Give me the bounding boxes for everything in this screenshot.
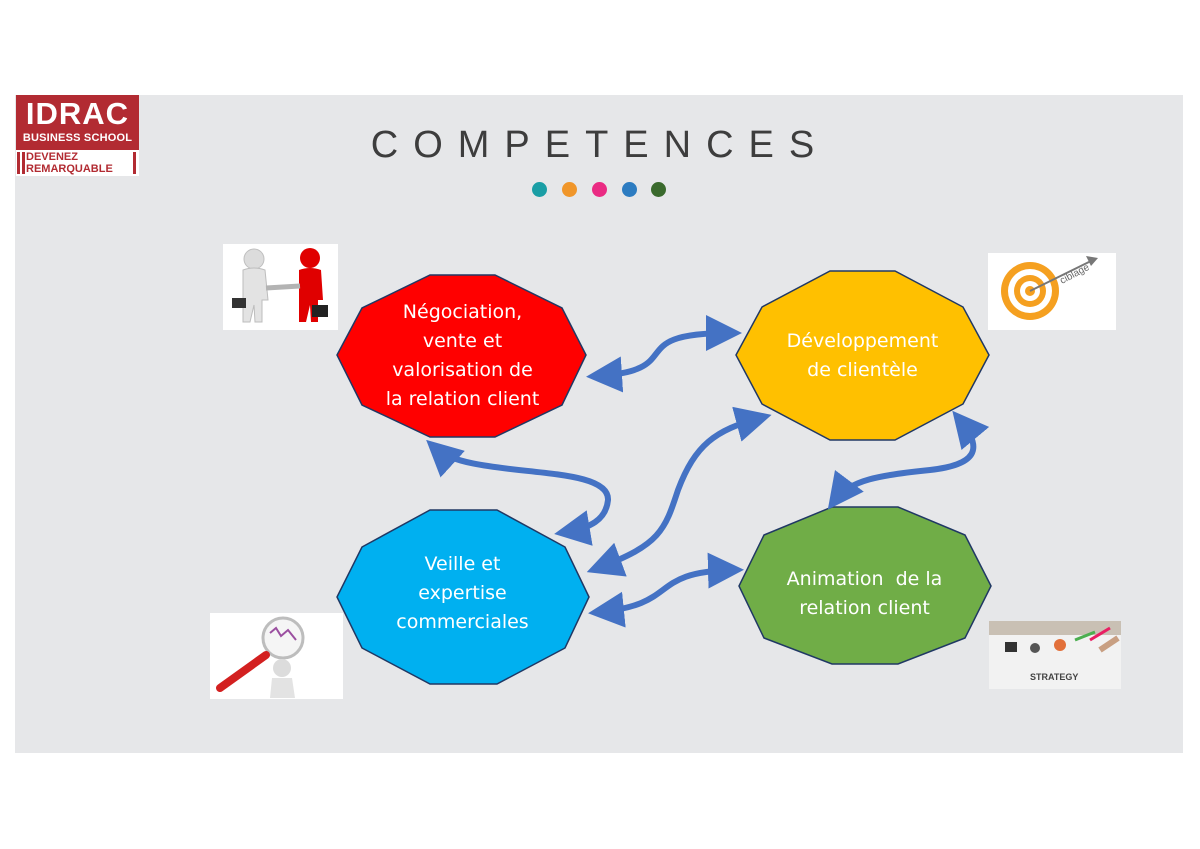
dot-blue: [622, 182, 637, 197]
arrow-veille-animation: [588, 552, 744, 628]
node-animation-label: Animation de la relation client: [786, 568, 943, 619]
logo-name: IDRAC: [25, 96, 130, 131]
node-veille-label: Veille et expertise commerciales: [396, 553, 529, 633]
strategy-image: STRATEGY: [989, 621, 1121, 689]
logo-tagline-1: DEVENEZ: [26, 151, 78, 163]
arrow-negociation-developpement: [586, 315, 742, 393]
dot-teal: [532, 182, 547, 197]
arrow-developpement-animation: [827, 410, 990, 510]
handshake-image: [223, 244, 338, 330]
idrac-logo: IDRAC BUSINESS SCHOOL DEVENEZ REMARQUABL…: [16, 95, 139, 176]
dot-green: [651, 182, 666, 197]
arrow-veille-developpement: [586, 406, 772, 577]
logo-school: BUSINESS SCHOOL: [22, 132, 133, 144]
node-negociation-label: Négociation, vente et valorisation de la…: [385, 301, 540, 410]
target-image: ciblage: [988, 253, 1116, 330]
page-title: COMPETENCES: [370, 124, 830, 166]
dot-orange: [562, 182, 577, 197]
dot-pink: [592, 182, 607, 197]
magnifier-image: [210, 613, 343, 699]
strategy-caption: STRATEGY: [1030, 672, 1078, 682]
logo-tagline-2: REMARQUABLE: [26, 163, 113, 175]
node-developpement-label: Développement de clientèle: [786, 330, 939, 381]
node-negociation-shape: [336, 274, 587, 438]
